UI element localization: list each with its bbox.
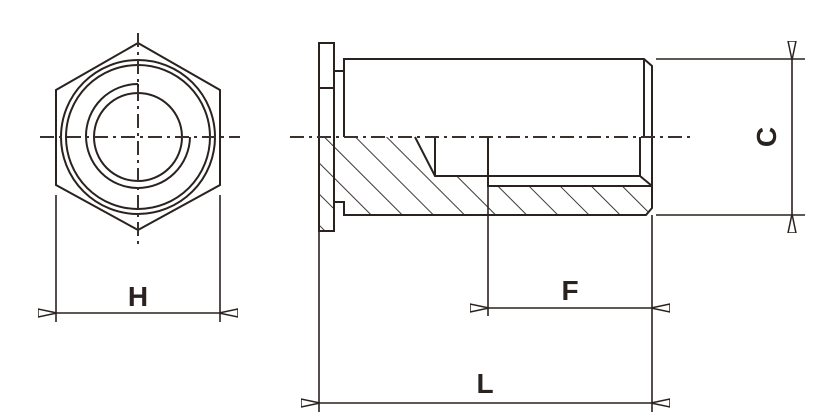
dimension-h: H — [56, 195, 220, 322]
dimension-c: C — [656, 59, 805, 215]
counterbore-outline — [414, 136, 653, 187]
flange-circle-outer — [60, 59, 216, 215]
body-outline — [334, 58, 653, 216]
thread-bore-outline — [487, 137, 652, 187]
dimension-label-h: H — [128, 281, 148, 312]
hex-end-view — [40, 33, 240, 245]
dimension-label-f: F — [561, 275, 578, 306]
side-section-view — [290, 42, 690, 232]
thread-arc — [85, 83, 191, 189]
section-hatching — [320, 137, 652, 231]
dimension-label-l: L — [476, 368, 493, 399]
dimension-l: L — [319, 231, 651, 412]
dimension-f: F — [488, 186, 652, 412]
dimension-label-c: C — [751, 127, 782, 147]
